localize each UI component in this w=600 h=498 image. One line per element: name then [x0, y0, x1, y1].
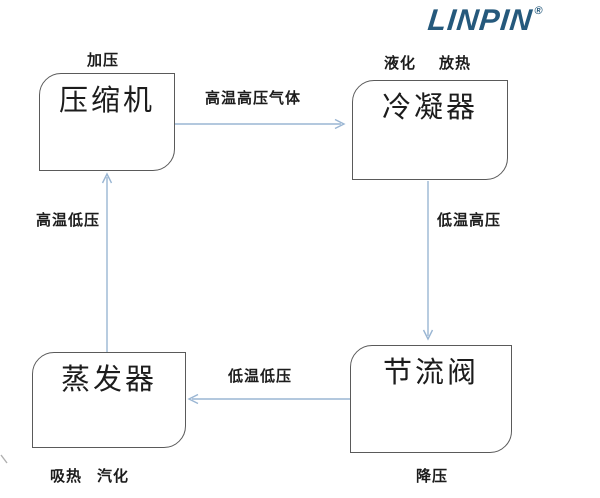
registered-trademark-icon: ®: [533, 5, 544, 17]
node-evaporator-label: 蒸发器: [60, 364, 157, 396]
arrow-label-high-temp-high-pressure-gas: 高温高压气体: [204, 91, 302, 107]
node-compressor: 压缩机: [39, 73, 175, 171]
annotation-throttle-depressurize: 降压: [415, 469, 449, 485]
scan-artifact-mark: [0, 454, 8, 464]
node-condenser-label: 冷凝器: [381, 92, 478, 124]
node-compressor-label: 压缩机: [58, 85, 155, 117]
arrow-label-low-temp-low-pressure: 低温低压: [227, 369, 293, 385]
node-evaporator: 蒸发器: [32, 352, 186, 448]
annotation-evaporator-vaporize: 汽化: [96, 469, 130, 485]
node-throttle-valve: 节流阀: [350, 345, 512, 453]
brand-logo: LINPIN®: [426, 4, 543, 38]
arrow-compressor-to-condenser: [175, 118, 346, 130]
annotation-evaporator-heat-absorb: 吸热: [49, 469, 83, 485]
annotation-compressor-pressurize: 加压: [86, 53, 120, 69]
arrow-label-high-temp-low-pressure: 高温低压: [35, 213, 101, 229]
annotation-condenser-liquefaction: 液化: [383, 56, 417, 72]
annotation-condenser-heat-release: 放热: [438, 56, 472, 72]
arrow-label-low-temp-high-pressure: 低温高压: [436, 213, 502, 229]
brand-logo-text: LINPIN: [426, 4, 535, 37]
arrow-throttle-to-evaporator: [187, 393, 350, 405]
node-throttle-valve-label: 节流阀: [382, 357, 479, 389]
arrow-condenser-to-throttle: [422, 181, 434, 341]
arrow-evaporator-to-compressor: [101, 172, 113, 352]
node-condenser: 冷凝器: [352, 80, 508, 180]
